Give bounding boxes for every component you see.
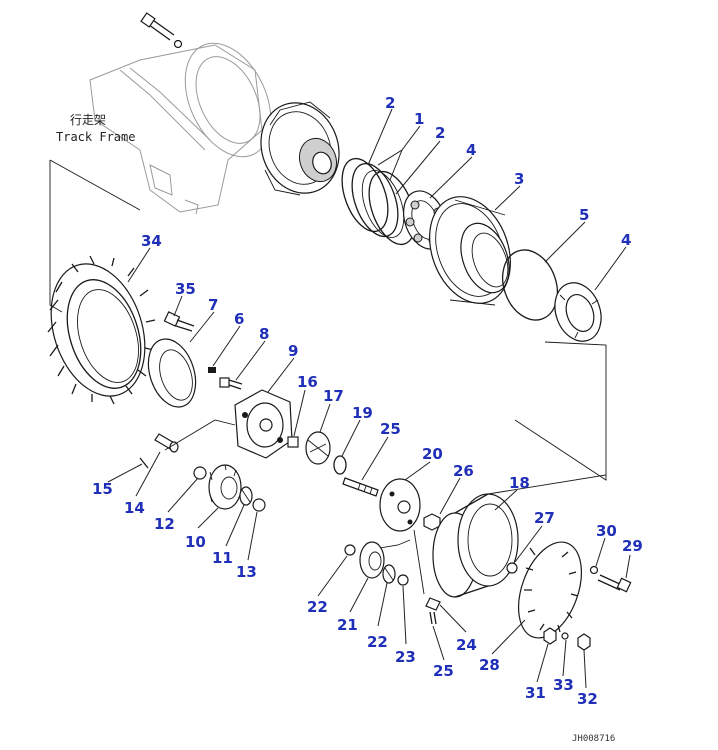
callout-29: 29 [622, 537, 643, 555]
callout-23: 24 [456, 636, 477, 654]
pin-23 [425, 597, 441, 611]
callout-16: 17 [323, 387, 344, 405]
washer-22a [344, 544, 356, 556]
travel-motor [260, 101, 340, 196]
callout-labels: 2 1 2 4 3 5 4 34 35 7 6 8 9 16 17 19 25 … [92, 94, 643, 708]
shaft-25 [342, 477, 379, 497]
callout-9: 9 [288, 342, 298, 360]
callout-27: 27 [534, 509, 555, 527]
callout-12-right: 13 [236, 563, 257, 581]
carrier-19 [379, 478, 421, 532]
needle-bearing-16 [305, 431, 331, 465]
spring-pin-24 [429, 611, 437, 625]
ball-27 [506, 562, 518, 574]
callout-18: 19 [352, 404, 373, 422]
gear-10 [208, 464, 242, 510]
o-ring [501, 249, 559, 321]
assembly-reference-lines [49, 159, 607, 595]
bolt-29 [597, 574, 632, 593]
frame-label-cn: 行走架 [70, 113, 106, 127]
pin-13 [154, 433, 179, 453]
callout-5: 5 [579, 206, 589, 224]
callout-35: 35 [175, 280, 196, 298]
bolt-8 [219, 377, 243, 390]
callout-10: 10 [185, 533, 206, 551]
track-frame-outline [89, 42, 272, 215]
frame-label-en: Track Frame [56, 130, 135, 144]
callout-19: 20 [422, 445, 443, 463]
callout-2-top: 2 [385, 94, 395, 112]
bearing-lower [554, 282, 602, 342]
callout-24: 25 [433, 662, 454, 680]
callout-34: 34 [141, 232, 162, 250]
callout-12-left: 12 [154, 515, 175, 533]
callout-14: 15 [92, 480, 113, 498]
callout-30: 30 [596, 522, 617, 540]
bearing-21 [382, 564, 396, 584]
o-ring-33 [561, 632, 569, 640]
callout-22-left: 22 [307, 598, 328, 616]
callout-21: 22 [367, 633, 388, 651]
callout-11: 11 [212, 549, 233, 567]
callout-13: 14 [124, 499, 145, 517]
sprocket [47, 255, 156, 405]
callout-33: 33 [553, 676, 574, 694]
washer-12a [193, 466, 207, 480]
callout-26: 26 [453, 462, 474, 480]
cover-28 [518, 541, 582, 639]
callout-2-mid: 2 [435, 124, 445, 142]
callout-20: 21 [337, 616, 358, 634]
bearing-15 [287, 436, 299, 448]
key-6 [208, 367, 216, 373]
callout-31: 31 [525, 684, 546, 702]
callout-32: 32 [577, 690, 598, 708]
callout-8: 8 [259, 325, 269, 343]
frame-bolt [140, 12, 183, 49]
carrier-9 [234, 389, 293, 459]
leader-lines [107, 108, 631, 689]
callout-1: 1 [414, 110, 424, 128]
plug-31 [543, 627, 557, 645]
callout-25: 25 [380, 420, 401, 438]
bearing-11 [239, 486, 253, 506]
gear-20 [359, 541, 385, 579]
callout-15: 16 [297, 373, 318, 391]
callout-17: 18 [509, 474, 530, 492]
washer-12b [252, 498, 266, 512]
callout-4-top: 4 [466, 141, 476, 159]
spring-pin-14 [139, 457, 149, 469]
plug-32 [577, 633, 591, 651]
callout-3: 3 [514, 170, 524, 188]
washer-30 [589, 565, 599, 575]
callout-7: 7 [208, 296, 218, 314]
callout-4-right: 4 [621, 231, 631, 249]
hub [429, 196, 511, 306]
callout-6: 6 [234, 310, 244, 328]
callout-22-right: 23 [395, 648, 416, 666]
nut-26 [423, 513, 441, 531]
bolt-35 [163, 311, 195, 332]
ring-7 [147, 338, 197, 408]
thrust-washer-18 [333, 455, 347, 475]
ring-gear-17 [432, 493, 519, 598]
doc-code: JH008716 [572, 734, 615, 744]
washer-22b [397, 574, 409, 586]
callout-28: 28 [479, 656, 500, 674]
